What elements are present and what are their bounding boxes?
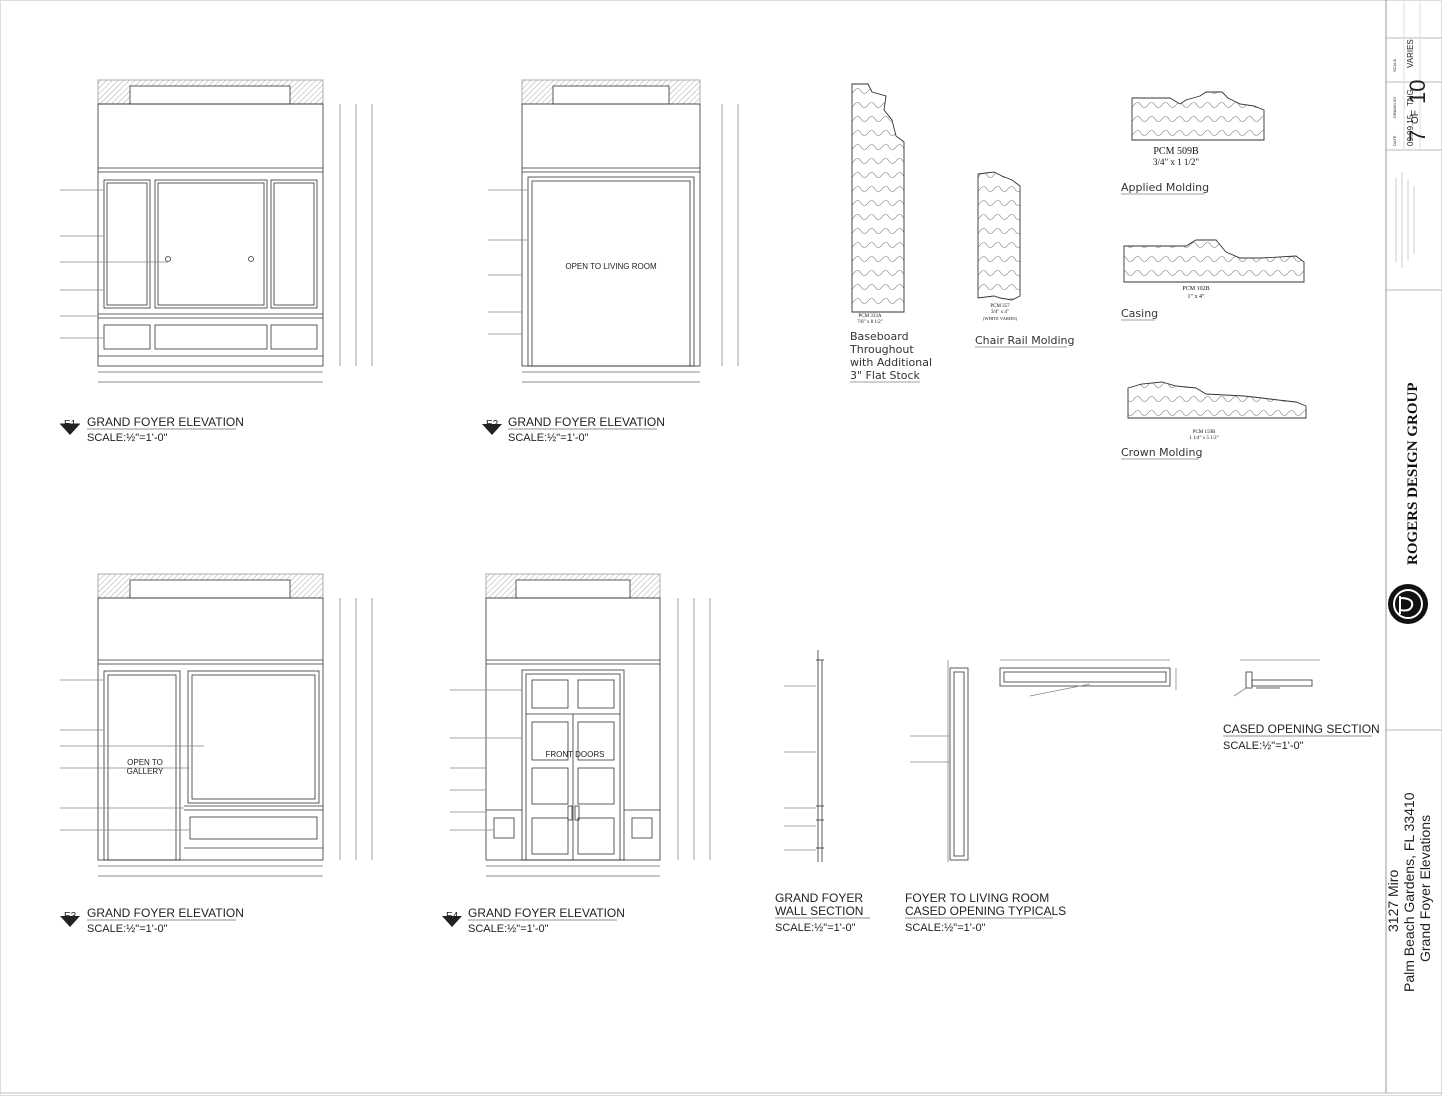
casing-code: PCM 102B <box>1182 286 1209 292</box>
date-value: 09.09.15 <box>1406 114 1415 146</box>
project-line-1: 3127 Miro <box>1385 870 1401 932</box>
baseboard-profile <box>851 83 905 313</box>
applied-caption: Applied Molding <box>1121 181 1209 194</box>
company-logo <box>1388 584 1428 624</box>
e3-scale: SCALE:½"=1'-0" <box>87 923 168 935</box>
applied-molding-profile <box>1131 91 1265 141</box>
e1-title: GRAND FOYER ELEVATION <box>87 415 244 429</box>
cased-typicals-title: FOYER TO LIVING ROOM CASED OPENING TYPIC… <box>905 891 1066 934</box>
svg-text:3" Flat Stock: 3" Flat Stock <box>850 369 921 382</box>
e3-title-block: E3 GRAND FOYER ELEVATION SCALE:½"=1'-0" <box>60 906 244 935</box>
cased-opening-section-drawing <box>1233 659 1320 697</box>
wall-section-drawing <box>784 650 824 862</box>
casing-profile <box>1123 239 1305 283</box>
svg-text:WALL SECTION: WALL SECTION <box>775 904 863 918</box>
crown-size: 1 1/4" x 5 1/2" <box>1189 436 1218 441</box>
e4-title-block: E4 GRAND FOYER ELEVATION SCALE:½"=1'-0" <box>442 906 625 935</box>
sheet-of: OF <box>1410 110 1421 124</box>
drawn-by-value: TNG <box>1406 89 1415 106</box>
applied-code: PCM 509B <box>1153 146 1199 157</box>
elevation-e4 <box>450 573 711 877</box>
svg-text:Baseboard: Baseboard <box>850 330 909 343</box>
title-block: SCALE VARIES DRAWN BY TNG DATE 09.09.15 … <box>1385 0 1442 1093</box>
svg-text:SCALE:½"=1'-0": SCALE:½"=1'-0" <box>905 922 986 934</box>
chair-rail-note: (WHITE VARIES) <box>983 316 1018 321</box>
elevation-e2 <box>488 79 739 383</box>
e4-scale: SCALE:½"=1'-0" <box>468 923 549 935</box>
sheet-number: 7 <box>1405 130 1430 142</box>
e3-opening-label-2: GALLERY <box>127 767 164 776</box>
scale-label: SCALE <box>1392 59 1397 72</box>
cased-section-title: CASED OPENING SECTION SCALE:½"=1'-0" <box>1223 722 1380 752</box>
elevation-e1 <box>60 79 373 383</box>
scale-value: VARIES <box>1406 39 1415 68</box>
svg-text:with Additional: with Additional <box>850 356 932 369</box>
casing-caption: Casing <box>1121 307 1158 320</box>
e4-title: GRAND FOYER ELEVATION <box>468 906 625 920</box>
e1-tag: E1 <box>64 419 77 430</box>
elevation-e3 <box>60 573 373 877</box>
baseboard-size: 7/8" x 8 1/2" <box>857 320 883 325</box>
project-line-2: Palm Beach Gardens, FL 33410 <box>1401 792 1417 992</box>
baseboard-code: PCM 333A <box>859 314 882 319</box>
svg-text:CASED OPENING SECTION: CASED OPENING SECTION <box>1223 722 1380 736</box>
e2-opening-label: OPEN TO LIVING ROOM <box>565 262 657 271</box>
sheet-total: 10 <box>1405 80 1430 104</box>
crown-caption: Crown Molding <box>1121 446 1202 459</box>
applied-size: 3/4" x 1 1/2" <box>1153 157 1199 167</box>
svg-text:GRAND FOYER: GRAND FOYER <box>775 891 863 905</box>
e4-door-label: FRONT DOORS <box>546 750 605 759</box>
crown-molding-profile <box>1127 381 1307 419</box>
e3-title: GRAND FOYER ELEVATION <box>87 906 244 920</box>
svg-text:FOYER TO LIVING ROOM: FOYER TO LIVING ROOM <box>905 891 1049 905</box>
chair-rail-size: 3/4" x 4" <box>991 310 1009 315</box>
company-name: ROGERS DESIGN GROUP <box>1405 382 1421 565</box>
svg-text:Throughout: Throughout <box>849 343 914 356</box>
svg-text:SCALE:½"=1'-0": SCALE:½"=1'-0" <box>775 922 856 934</box>
baseboard-caption: Baseboard Throughout with Additional 3" … <box>849 330 932 383</box>
chair-rail-caption: Chair Rail Molding <box>975 334 1075 347</box>
svg-text:SCALE:½"=1'-0": SCALE:½"=1'-0" <box>1223 740 1304 752</box>
wall-section-title: GRAND FOYER WALL SECTION SCALE:½"=1'-0" <box>775 891 870 934</box>
casing-size: 1" x 4" <box>1188 294 1205 300</box>
e2-title: GRAND FOYER ELEVATION <box>508 415 665 429</box>
e1-scale: SCALE:½"=1'-0" <box>87 432 168 444</box>
chair-rail-code: PCM 357 <box>990 304 1010 309</box>
crown-code: PCM 159B <box>1193 430 1216 435</box>
e3-opening-label-1: OPEN TO <box>127 758 163 767</box>
project-line-3: Grand Foyer Elevations <box>1417 815 1433 962</box>
e4-tag: E4 <box>446 911 459 922</box>
cased-opening-typicals-drawing <box>910 659 1177 862</box>
date-label: DATE <box>1392 135 1397 146</box>
e1-title-block: E1 GRAND FOYER ELEVATION SCALE:½"=1'-0" <box>60 415 244 444</box>
drawn-label: DRAWN BY <box>1392 96 1397 118</box>
chair-rail-profile <box>977 171 1021 301</box>
e3-tag: E3 <box>64 911 77 922</box>
e2-tag: E2 <box>486 419 499 430</box>
e2-scale: SCALE:½"=1'-0" <box>508 432 589 444</box>
svg-text:CASED OPENING TYPICALS: CASED OPENING TYPICALS <box>905 904 1066 918</box>
e2-title-block: E2 GRAND FOYER ELEVATION SCALE:½"=1'-0" <box>482 415 665 444</box>
